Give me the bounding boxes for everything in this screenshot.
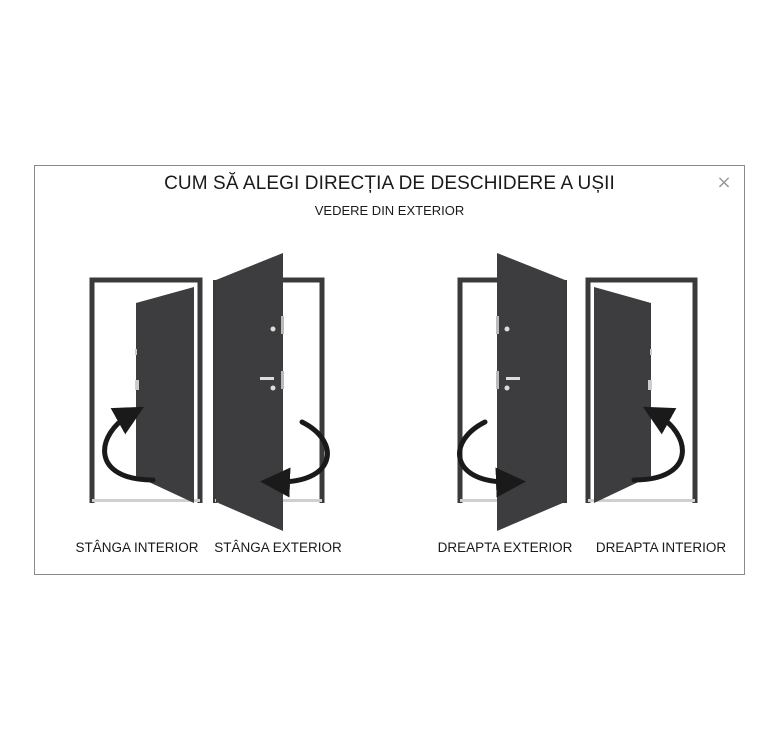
door-frame-post bbox=[213, 280, 217, 503]
swing-arrow-icon bbox=[457, 419, 526, 498]
door-hinge bbox=[281, 371, 284, 389]
door-label-stanga-exterior: STÂNGA EXTERIOR bbox=[214, 540, 342, 555]
door-direction-modal: CUM SĂ ALEGI DIRECȚIA DE DESCHIDERE A UȘ… bbox=[34, 165, 745, 575]
door-lock bbox=[504, 326, 510, 332]
door-lock bbox=[270, 326, 276, 332]
door-frame bbox=[457, 277, 501, 503]
door-hinge bbox=[135, 349, 137, 355]
door-hinge bbox=[281, 316, 284, 334]
door-stanga-exterior-illustration bbox=[213, 253, 330, 531]
door-leaf bbox=[216, 253, 283, 531]
swing-arrow-icon bbox=[631, 406, 685, 483]
door-label-dreapta-exterior: DREAPTA EXTERIOR bbox=[437, 540, 573, 555]
door-lock bbox=[504, 385, 510, 391]
door-label-dreapta-interior: DREAPTA INTERIOR bbox=[595, 540, 727, 555]
door-handle bbox=[648, 380, 652, 390]
door-dreapta-interior-illustration bbox=[585, 277, 698, 503]
door-leaf bbox=[497, 253, 565, 531]
door-hinge bbox=[496, 316, 499, 334]
door-leaf bbox=[136, 287, 194, 503]
door-threshold bbox=[588, 499, 695, 502]
door-handle bbox=[506, 377, 520, 380]
swing-arrow-icon bbox=[102, 406, 156, 483]
swing-arrow-icon bbox=[260, 419, 330, 498]
door-hinge bbox=[496, 371, 499, 389]
door-stanga-interior-illustration bbox=[89, 277, 203, 503]
door-frame bbox=[89, 277, 203, 503]
door-leaf bbox=[594, 287, 651, 503]
door-dreapta-exterior-illustration bbox=[457, 253, 567, 531]
door-diagram bbox=[89, 253, 698, 531]
door-handle bbox=[135, 380, 139, 390]
door-frame bbox=[585, 277, 698, 503]
modal-title: CUM SĂ ALEGI DIRECȚIA DE DESCHIDERE A UȘ… bbox=[164, 173, 615, 194]
door-handle bbox=[260, 377, 274, 380]
close-icon[interactable]: × bbox=[714, 173, 734, 193]
door-frame bbox=[279, 277, 325, 503]
door-label-stanga-interior: STÂNGA INTERIOR bbox=[75, 540, 199, 555]
door-lock bbox=[270, 385, 276, 391]
modal-subtitle: VEDERE DIN EXTERIOR bbox=[314, 203, 465, 218]
door-hinge bbox=[650, 349, 652, 355]
door-threshold bbox=[92, 499, 200, 502]
